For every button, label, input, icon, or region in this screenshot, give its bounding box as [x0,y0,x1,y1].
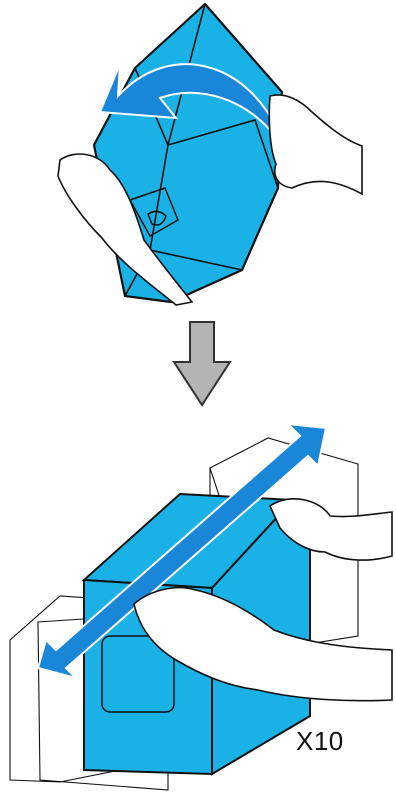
down-arrow-icon [174,322,230,405]
step-rotate-pack [58,4,362,305]
right-hand [269,95,362,194]
repeat-count-label: X10 [296,726,344,757]
